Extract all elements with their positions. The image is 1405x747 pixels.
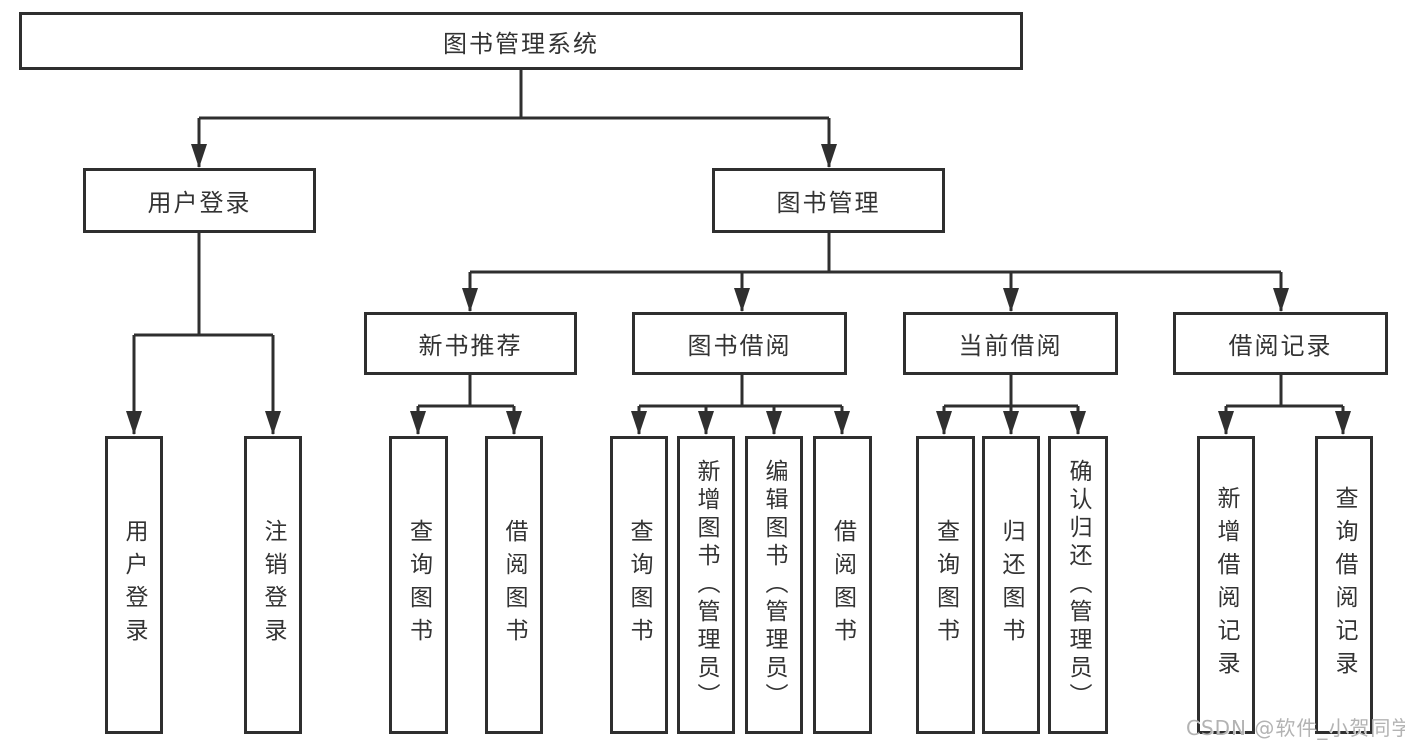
leaf-add-borrow-record: 新增借阅记录 [1197, 436, 1255, 734]
leaf-logout: 注销登录 [244, 436, 302, 734]
node-new-book-recommend: 新书推荐 [364, 312, 577, 375]
leaf-recommend-borrow-books: 借阅图书 [485, 436, 543, 734]
node-current-borrow: 当前借阅 [903, 312, 1118, 375]
csdn-watermark: CSDN @软件_小贺同学 [1186, 716, 1405, 740]
leaf-return-books: 归还图书 [982, 436, 1040, 734]
node-root-library-system: 图书管理系统 [19, 12, 1023, 70]
leaf-recommend-query-books: 查询图书 [389, 436, 448, 734]
node-user-login: 用户登录 [83, 168, 316, 233]
node-borrow-records: 借阅记录 [1173, 312, 1388, 375]
leaf-query-borrow-record: 查询借阅记录 [1315, 436, 1373, 734]
node-book-borrow: 图书借阅 [632, 312, 847, 375]
node-book-management: 图书管理 [712, 168, 945, 233]
leaf-user-login: 用户登录 [105, 436, 163, 734]
leaf-borrow-borrow-books: 借阅图书 [813, 436, 872, 734]
arrow-icons [126, 70, 1351, 435]
leaf-confirm-return-admin: 确认归还（管理员） [1048, 436, 1108, 734]
leaf-borrow-query-books: 查询图书 [610, 436, 668, 734]
leaf-edit-books-admin: 编辑图书（管理员） [745, 436, 803, 734]
leaf-add-books-admin: 新增图书（管理员） [677, 436, 735, 734]
leaf-current-query-books: 查询图书 [916, 436, 975, 734]
